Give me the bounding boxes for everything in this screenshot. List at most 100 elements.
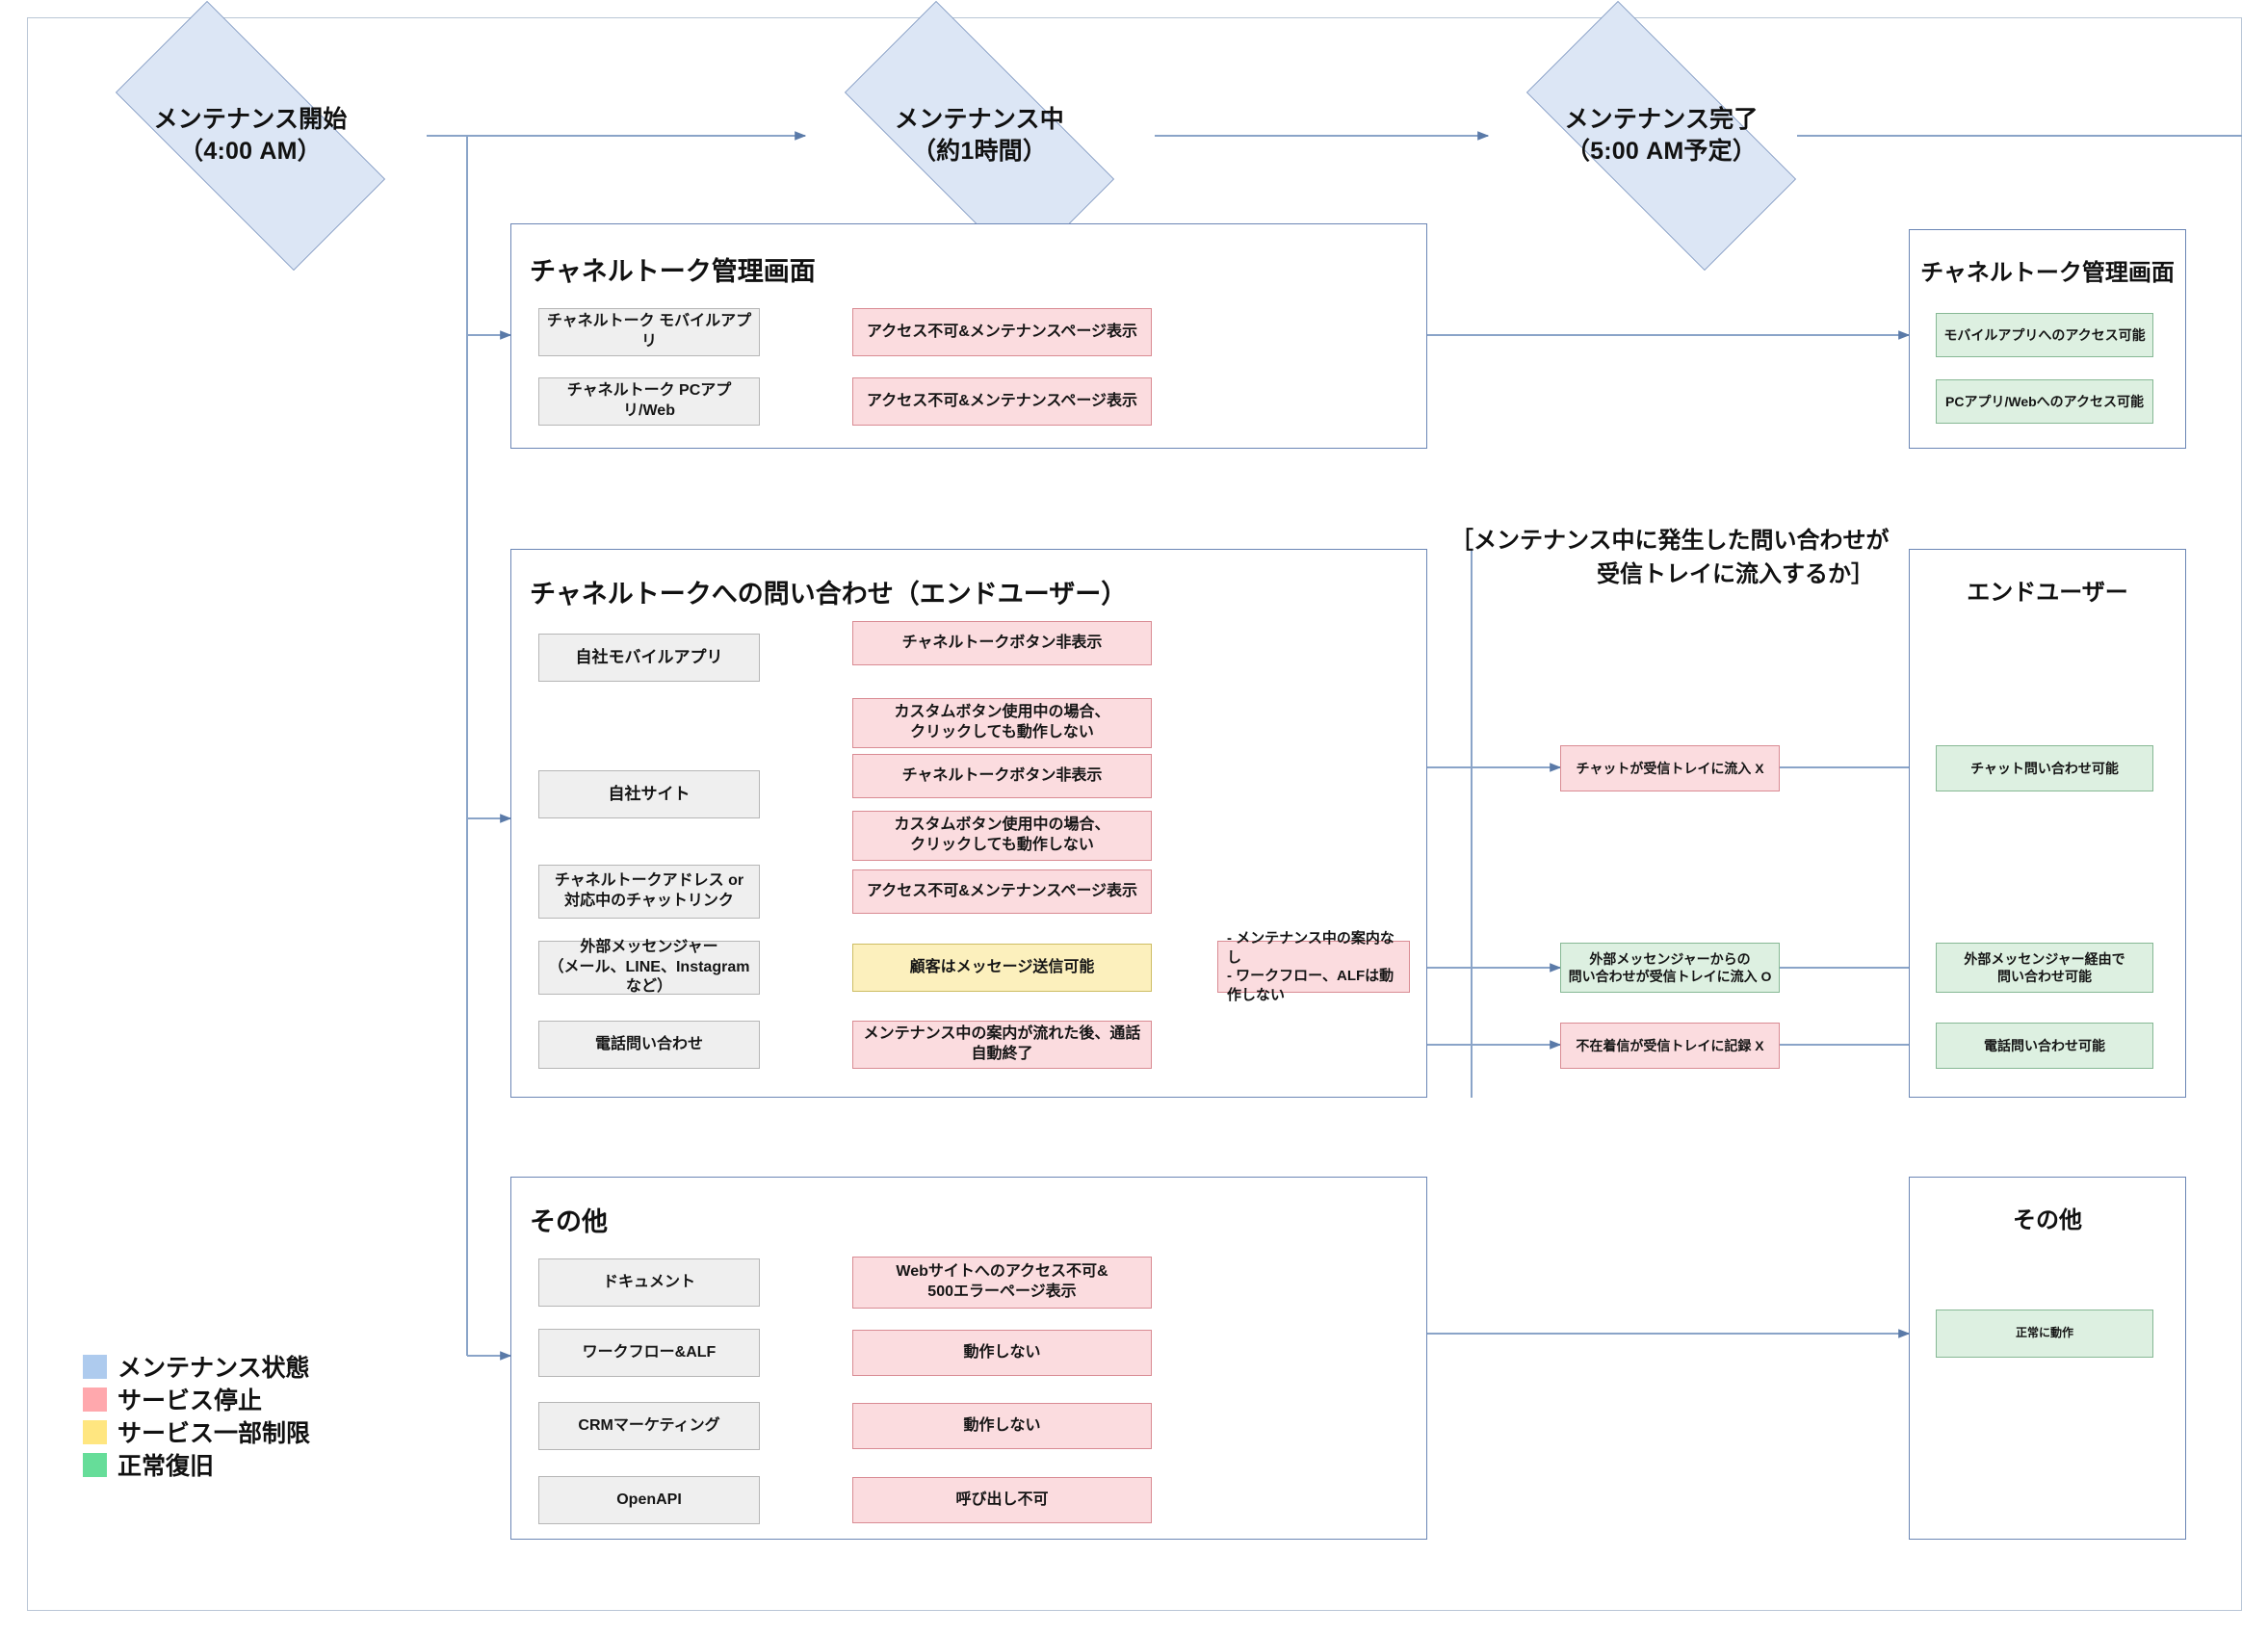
timeline-node-start-label: メンテナンス開始 （4:00 AM） [153, 104, 347, 168]
legend-label: サービス一部制限 [117, 1420, 311, 1447]
node-eu-result-button-hidden-app[interactable]: チャネルトークボタン非表示 [852, 621, 1152, 665]
node-other-source-workflow-alf[interactable]: ワークフロー&ALF [538, 1329, 760, 1377]
legend-item-maintenance-state: メンテナンス状態 [83, 1350, 310, 1383]
legend-item-service-stopped: サービス停止 [83, 1383, 310, 1415]
node-label: ワークフロー&ALF [582, 1343, 717, 1361]
node-other-result-openapi[interactable]: 呼び出し不可 [852, 1477, 1152, 1523]
timeline-node-start[interactable]: メンテナンス開始 （4:00 AM） [72, 1, 429, 271]
legend-label: サービス停止 [117, 1388, 263, 1414]
node-eu-source-phone[interactable]: 電話問い合わせ [538, 1021, 760, 1069]
legend-item-service-recovered: 正常復旧 [83, 1448, 310, 1481]
node-admin-source-pcweb[interactable]: チャネルトーク PCアプリ/Web [538, 377, 760, 426]
legend-swatch-service-partial [83, 1419, 107, 1444]
legend-label: メンテナンス状態 [117, 1355, 310, 1382]
node-other-source-document[interactable]: ドキュメント [538, 1258, 760, 1307]
timeline-start-line2: （4:00 AM） [179, 138, 322, 165]
node-label: 外部メッセンジャー （メール、LINE、Instagramなど） [548, 938, 750, 996]
legend-swatch-maintenance-state [83, 1354, 107, 1379]
node-after-admin-mobile[interactable]: モバイルアプリへのアクセス可能 [1936, 313, 2153, 357]
node-label: カスタムボタン使用中の場合、 クリックしても動作しない [894, 817, 1110, 853]
node-label: 動作しない [963, 1343, 1041, 1361]
node-label: チャネルトークアドレス or 対応中のチャットリンク [554, 872, 744, 909]
node-eu-result-custom-button-site[interactable]: カスタムボタン使用中の場合、 クリックしても動作しない [852, 811, 1152, 861]
legend-swatch-service-stopped [83, 1387, 107, 1412]
node-label: 外部メッセンジャー経由で 問い合わせ可能 [1964, 950, 2125, 984]
timeline-done-line2: （5:00 AM予定） [1565, 138, 1758, 165]
node-after-eu-chat[interactable]: チャット問い合わせ可能 [1936, 745, 2153, 791]
timeline-during-line2: （約1時間） [911, 138, 1048, 165]
node-label: CRMマーケティング [578, 1416, 720, 1434]
node-label: アクセス不可&メンテナンスページ表示 [867, 392, 1137, 409]
node-label: 外部メッセンジャーからの 問い合わせが受信トレイに流入 O [1568, 950, 1772, 984]
node-label: 自社モバイルアプリ [575, 647, 723, 666]
panel-during-admin-title: チャネルトーク管理画面 [530, 257, 816, 286]
node-label: チャネルトーク PCアプリ/Web [566, 382, 732, 419]
node-label: チャット問い合わせ可能 [1970, 760, 2119, 776]
node-admin-result-mobile[interactable]: アクセス不可&メンテナンスページ表示 [852, 308, 1152, 356]
legend-item-service-partial: サービス一部制限 [83, 1415, 310, 1448]
node-label: 電話問い合わせ [594, 1035, 703, 1052]
node-after-admin-pcweb[interactable]: PCアプリ/Webへのアクセス可能 [1936, 379, 2153, 424]
node-label: アクセス不可&メンテナンスページ表示 [867, 882, 1137, 899]
timeline-start-line1: メンテナンス開始 [153, 106, 348, 133]
node-eu-result-no-access[interactable]: アクセス不可&メンテナンスページ表示 [852, 869, 1152, 914]
node-label: 正常に動作 [2015, 1326, 2073, 1340]
node-eu-result-customer-can-send[interactable]: 顧客はメッセージ送信可能 [852, 944, 1152, 992]
node-label: チャネルトーク モバイルアプリ [546, 313, 752, 350]
node-eu-source-own-mobile-app[interactable]: 自社モバイルアプリ [538, 634, 760, 682]
node-inbox-chat-x[interactable]: チャットが受信トレイに流入 X [1560, 745, 1780, 791]
timeline-node-during[interactable]: メンテナンス中 （約1時間） [801, 1, 1158, 271]
node-label: カスタムボタン使用中の場合、 クリックしても動作しない [894, 704, 1110, 740]
node-label: メンテナンス中の案内が流れた後、通話自動終了 [863, 1025, 1141, 1062]
panel-during-others-title: その他 [530, 1207, 608, 1236]
panel-after-admin-title: チャネルトーク管理画面 [1920, 260, 2175, 286]
node-label: OpenAPI [616, 1491, 682, 1508]
bracket-note-line1: ［メンテナンス中に発生した問い合わせが [1450, 528, 1890, 554]
node-other-source-openapi[interactable]: OpenAPI [538, 1476, 760, 1524]
node-other-result-workflow-alf[interactable]: 動作しない [852, 1330, 1152, 1376]
node-other-source-crm-marketing[interactable]: CRMマーケティング [538, 1402, 760, 1450]
node-eu-source-ct-address[interactable]: チャネルトークアドレス or 対応中のチャットリンク [538, 865, 760, 919]
node-eu-result-button-hidden-site[interactable]: チャネルトークボタン非表示 [852, 754, 1152, 798]
node-admin-source-mobile[interactable]: チャネルトーク モバイルアプリ [538, 308, 760, 356]
node-eu-result-phone-autoend[interactable]: メンテナンス中の案内が流れた後、通話自動終了 [852, 1021, 1152, 1069]
bracket-annotation: ［メンテナンス中に発生した問い合わせが 受信トレイに流入するか］ [1450, 525, 1890, 592]
node-admin-result-pcweb[interactable]: アクセス不可&メンテナンスページ表示 [852, 377, 1152, 426]
node-label: 電話問い合わせ可能 [1984, 1037, 2105, 1053]
legend-swatch-service-recovered [83, 1452, 107, 1477]
node-label: PCアプリ/Webへのアクセス可能 [1945, 393, 2144, 409]
node-eu-secondary-no-guide-workflow[interactable]: - メンテナンス中の案内なし - ワークフロー、ALFは動作しない [1217, 930, 1410, 1003]
panel-after-enduser-title: エンドユーザー [1967, 580, 2128, 606]
node-inbox-missed-call-x[interactable]: 不在着信が受信トレイに記録 X [1560, 1023, 1780, 1069]
legend: メンテナンス状態 サービス停止 サービス一部制限 正常復旧 [83, 1350, 310, 1481]
node-other-result-document[interactable]: Webサイトへのアクセス不可& 500エラーページ表示 [852, 1257, 1152, 1309]
node-label: - メンテナンス中の案内なし - ワークフロー、ALFは動作しない [1227, 930, 1395, 1003]
panel-after-others [1909, 1177, 2186, 1540]
node-label: アクセス不可&メンテナンスページ表示 [867, 323, 1137, 340]
node-eu-source-external-messenger[interactable]: 外部メッセンジャー （メール、LINE、Instagramなど） [538, 938, 760, 996]
node-label: チャットが受信トレイに流入 X [1576, 760, 1764, 776]
legend-label: 正常復旧 [117, 1453, 215, 1480]
node-after-others-normal[interactable]: 正常に動作 [1936, 1310, 2153, 1358]
bracket-note-line2: 受信トレイに流入するか］ [1597, 560, 1874, 587]
node-after-eu-phone[interactable]: 電話問い合わせ可能 [1936, 1023, 2153, 1069]
node-label: 自社サイト [608, 784, 691, 803]
panel-after-others-title: その他 [2013, 1207, 2082, 1233]
node-label: 顧客はメッセージ送信可能 [909, 958, 1095, 975]
node-label: 呼び出し不可 [955, 1491, 1049, 1508]
node-label: 不在着信が受信トレイに記録 X [1576, 1037, 1764, 1053]
node-eu-source-own-site[interactable]: 自社サイト [538, 770, 760, 818]
timeline-node-during-label: メンテナンス中 （約1時間） [895, 104, 1064, 168]
node-other-result-crm-marketing[interactable]: 動作しない [852, 1403, 1152, 1449]
timeline-during-line1: メンテナンス中 [895, 106, 1064, 133]
node-label: モバイルアプリへのアクセス可能 [1943, 326, 2146, 343]
panel-during-enduser-title: チャネルトークへの問い合わせ（エンドユーザー） [530, 580, 1128, 609]
node-eu-result-custom-button-app[interactable]: カスタムボタン使用中の場合、 クリックしても動作しない [852, 698, 1152, 748]
node-after-eu-messenger[interactable]: 外部メッセンジャー経由で 問い合わせ可能 [1936, 943, 2153, 993]
node-label: ドキュメント [602, 1273, 695, 1290]
node-label: チャネルトークボタン非表示 [901, 766, 1103, 784]
node-inbox-messenger-o[interactable]: 外部メッセンジャーからの 問い合わせが受信トレイに流入 O [1560, 943, 1780, 993]
timeline-node-done-label: メンテナンス完了 （5:00 AM予定） [1564, 104, 1758, 168]
timeline-node-done[interactable]: メンテナンス完了 （5:00 AM予定） [1483, 1, 1839, 271]
